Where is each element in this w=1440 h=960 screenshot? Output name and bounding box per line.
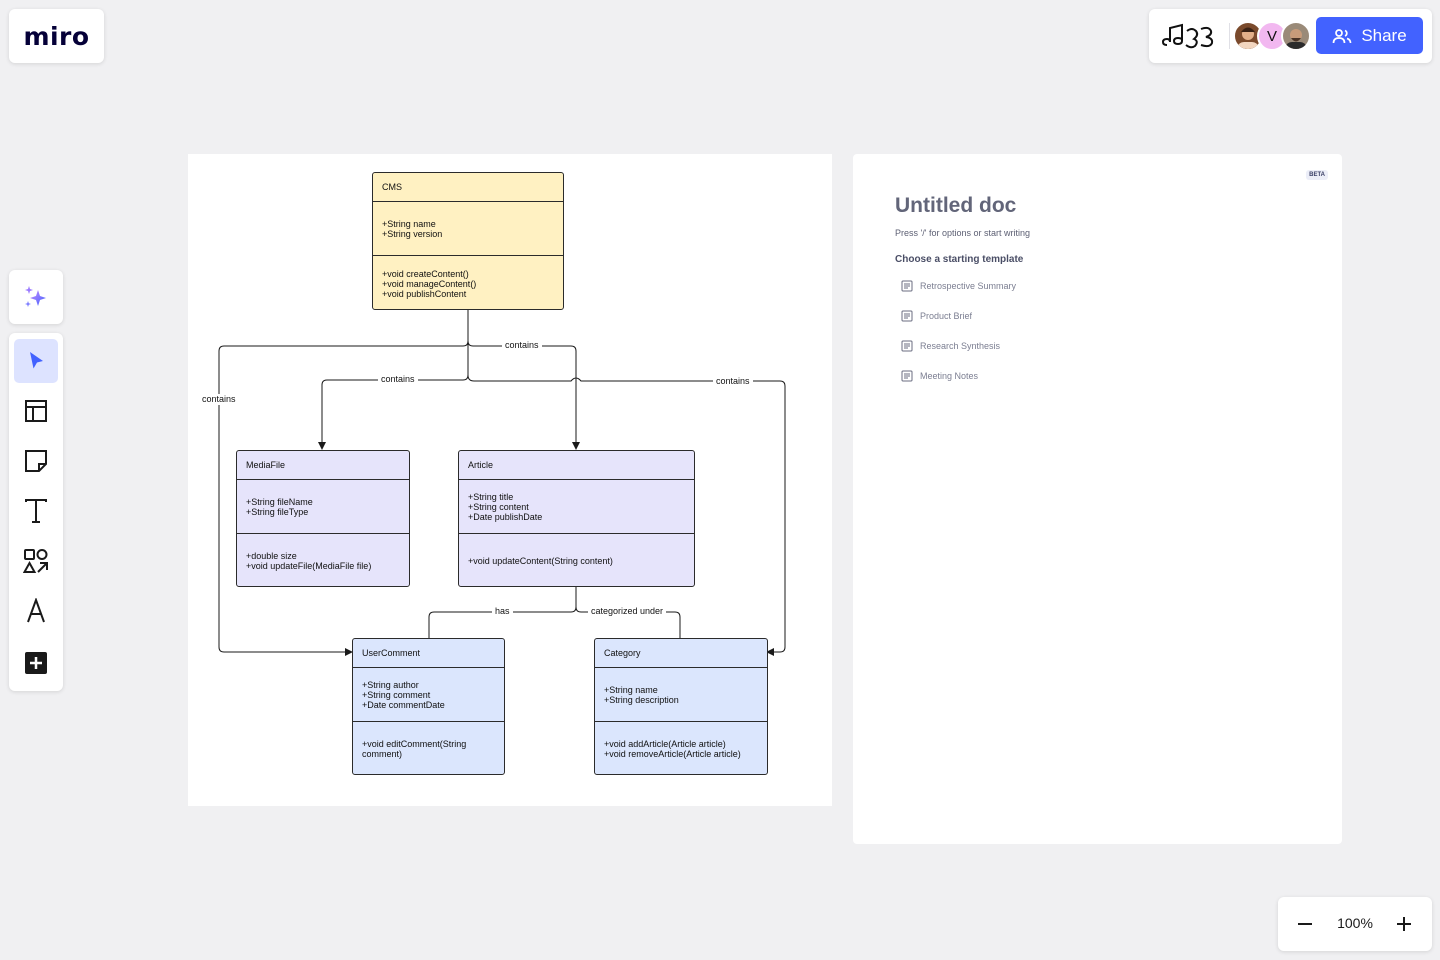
user-photo-icon [1238, 27, 1258, 49]
pen-tool[interactable] [14, 589, 58, 633]
class-name: CMS [382, 182, 402, 192]
class-attributes: +String name +String description [595, 667, 767, 721]
beta-badge: BETA [1306, 170, 1328, 180]
share-button[interactable]: Share [1316, 17, 1423, 54]
class-category[interactable]: Category +String name +String descriptio… [594, 638, 768, 775]
class-name: MediaFile [246, 460, 286, 470]
class-attributes: +String author +String comment +Date com… [353, 667, 504, 721]
class-name: Category [604, 648, 641, 658]
miro-logo[interactable]: miro [23, 21, 90, 51]
sparkle-icon [25, 286, 46, 307]
template-item[interactable]: Research Synthesis [901, 338, 1000, 354]
template-item[interactable]: Retrospective Summary [901, 278, 1016, 294]
avatar-initial: V [1266, 27, 1277, 45]
text-icon [25, 499, 47, 523]
edge-label-contains[interactable]: contains [199, 394, 239, 405]
class-name: Article [468, 460, 494, 470]
document-icon [901, 370, 913, 382]
document-icon [901, 310, 913, 322]
zoom-in-button[interactable] [1390, 910, 1418, 938]
add-icon [25, 652, 47, 674]
doc-panel[interactable]: BETA Untitled doc Press '/' for options … [853, 154, 1342, 844]
minus-icon [1298, 923, 1312, 925]
users-icon [1332, 28, 1352, 43]
sticky-note-tool[interactable] [14, 439, 58, 483]
select-cursor-icon [30, 352, 43, 369]
class-usercomment[interactable]: UserComment +String author +String comme… [352, 638, 505, 775]
class-name: UserComment [362, 648, 421, 658]
class-mediafile[interactable]: MediaFile +String fileName +String fileT… [236, 450, 410, 587]
class-methods: +void addArticle(Article article) +void … [595, 721, 767, 774]
zoom-out-button[interactable] [1291, 910, 1319, 938]
edge-label-contains[interactable]: contains [502, 340, 542, 351]
text-tool[interactable] [14, 489, 58, 533]
creation-toolbar [9, 333, 63, 691]
template-heading: Choose a starting template [895, 254, 1024, 265]
templates-icon [25, 400, 47, 422]
class-methods: +void updateContent(String content) [459, 533, 694, 586]
collaboration-bar: V Share [1149, 9, 1432, 63]
document-icon [901, 340, 913, 352]
edge-label-has[interactable]: has [492, 606, 513, 617]
class-methods: +void editComment(String comment) [353, 721, 504, 774]
divider [1229, 23, 1230, 49]
edge-label-categorized-under[interactable]: categorized under [588, 606, 667, 617]
class-attributes: +String name +String version [373, 201, 563, 255]
sticky-note-icon [25, 450, 47, 472]
class-attributes: +String fileName +String fileType [237, 479, 409, 533]
template-item[interactable]: Meeting Notes [901, 368, 978, 384]
connector-cms-article [467, 310, 580, 450]
connector-cms-usercomment [218, 310, 469, 656]
edge-label-contains[interactable]: contains [713, 376, 753, 387]
zoom-controls: 100% [1278, 897, 1432, 951]
pen-icon [27, 598, 45, 623]
document-icon [901, 280, 913, 292]
class-article[interactable]: Article +String title +String content +D… [458, 450, 695, 587]
template-item[interactable]: Product Brief [901, 308, 972, 324]
class-attributes: +String title +String content +Date publ… [459, 479, 694, 533]
add-more-tool[interactable] [14, 641, 58, 685]
logo-box[interactable]: miro [9, 9, 104, 63]
share-label: Share [1361, 25, 1407, 45]
zoom-level[interactable]: 100% [1337, 915, 1373, 931]
user-photo-icon [1286, 29, 1306, 49]
select-tool[interactable] [14, 339, 58, 383]
ai-assist-button[interactable] [9, 270, 63, 324]
reactions-icon[interactable] [1161, 21, 1217, 51]
shapes-icon [23, 549, 48, 573]
diagram-frame[interactable]: CMS +String name +String version +void c… [188, 154, 832, 806]
class-cms[interactable]: CMS +String name +String version +void c… [372, 172, 564, 310]
class-methods: +void createContent() +void manageConten… [373, 255, 563, 309]
shapes-tool[interactable] [14, 539, 58, 583]
avatar[interactable] [1281, 21, 1311, 51]
doc-hint: Press '/' for options or start writing [895, 228, 1030, 238]
connector-cms-category [467, 310, 786, 656]
templates-tool[interactable] [14, 389, 58, 433]
class-methods: +double size +void updateFile(MediaFile … [237, 533, 409, 586]
doc-title[interactable]: Untitled doc [895, 194, 1017, 217]
edge-label-contains[interactable]: contains [378, 374, 418, 385]
plus-icon [1397, 917, 1411, 931]
